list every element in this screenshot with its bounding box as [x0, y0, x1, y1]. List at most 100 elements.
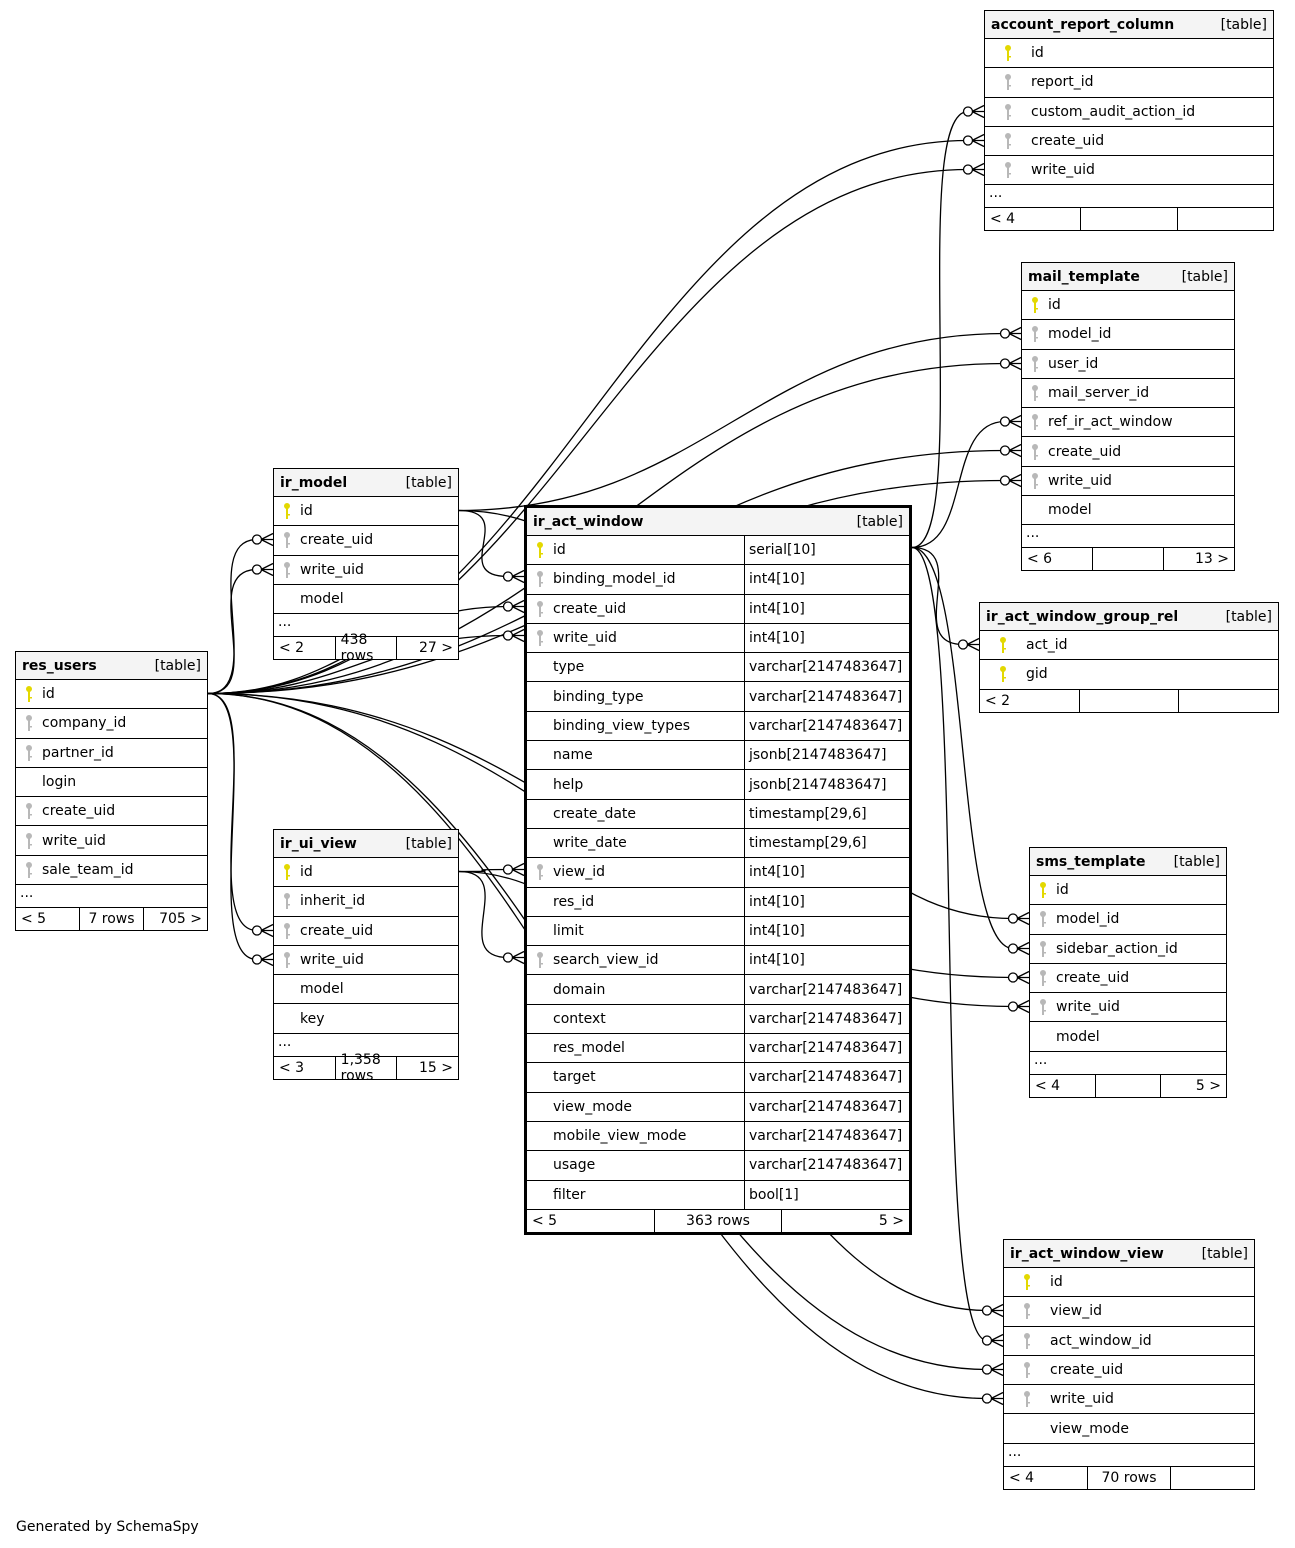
column-row[interactable]: id	[16, 680, 207, 710]
row-count[interactable]	[1078, 689, 1179, 712]
column-row[interactable]: id	[985, 39, 1273, 69]
more-columns[interactable]: ...	[985, 185, 1273, 209]
row-count[interactable]: 70 rows	[1086, 1466, 1171, 1489]
table-name[interactable]: ir_model	[280, 474, 348, 491]
column-row[interactable]: id	[1022, 291, 1234, 321]
row-count[interactable]	[1094, 1074, 1161, 1097]
column-row[interactable]: write_uid	[274, 556, 458, 585]
column-row[interactable]: ref_ir_act_window	[1022, 408, 1234, 438]
table-name[interactable]: mail_template	[1028, 268, 1140, 285]
column-row[interactable]: id	[274, 858, 458, 888]
children-count[interactable]	[1178, 689, 1278, 712]
children-count[interactable]	[1176, 208, 1273, 231]
column-row[interactable]: model_id	[1022, 320, 1234, 350]
column-row[interactable]: key	[274, 1004, 458, 1034]
column-row[interactable]: report_id	[985, 68, 1273, 98]
column-row[interactable]: id	[1004, 1268, 1254, 1298]
column-row[interactable]: act_window_id	[1004, 1327, 1254, 1356]
row-count[interactable]: 438 rows	[334, 632, 397, 664]
column-row[interactable]: partner_id	[16, 739, 207, 768]
column-row[interactable]: id	[1030, 876, 1226, 906]
children-count[interactable]: 5 >	[1160, 1074, 1226, 1097]
parents-count[interactable]: < 5	[532, 1212, 558, 1229]
children-count[interactable]: 705 >	[143, 908, 207, 931]
children-count[interactable]	[1170, 1466, 1254, 1489]
column-row[interactable]: write_uid	[1022, 467, 1234, 497]
column-row[interactable]: create_uid	[274, 917, 458, 946]
more-columns[interactable]: ...	[274, 614, 458, 638]
column-row[interactable]: create_uid	[1004, 1356, 1254, 1386]
column-row[interactable]: create_uid	[985, 127, 1273, 157]
parents-count[interactable]: < 2	[279, 640, 305, 657]
column-row[interactable]: write_uid	[274, 946, 458, 976]
table-name[interactable]: sms_template	[1036, 853, 1146, 870]
table-name[interactable]: ir_act_window	[533, 513, 644, 530]
column-row[interactable]: sidebar_action_id	[1030, 935, 1226, 964]
children-count[interactable]: 13 >	[1163, 548, 1234, 571]
table-name[interactable]: res_users	[22, 657, 97, 674]
column-row[interactable]: model	[274, 585, 458, 615]
parents-count[interactable]: < 3	[279, 1059, 305, 1076]
column-row[interactable]: mail_server_id	[1022, 379, 1234, 409]
column-row[interactable]: user_id	[1022, 350, 1234, 379]
table-name[interactable]: ir_act_window_group_rel	[986, 608, 1179, 625]
more-columns[interactable]: ...	[274, 1034, 458, 1057]
column-row[interactable]: id	[274, 497, 458, 527]
parents-count[interactable]: < 2	[985, 692, 1011, 709]
more-columns[interactable]: ...	[1022, 525, 1234, 549]
column-row[interactable]: create_uid	[274, 526, 458, 556]
parents-count[interactable]: < 4	[1035, 1077, 1061, 1094]
row-count[interactable]	[1092, 548, 1163, 571]
column-row[interactable]: model	[1030, 1022, 1226, 1052]
column-row[interactable]: view_mode	[1004, 1414, 1254, 1444]
parents-count[interactable]: < 4	[990, 211, 1016, 228]
more-columns[interactable]: ...	[1030, 1052, 1226, 1075]
row-count[interactable]: 1,358 rows	[334, 1052, 397, 1084]
row-count[interactable]: 7 rows	[79, 908, 143, 931]
more-columns[interactable]: ...	[1004, 1444, 1254, 1467]
column-row[interactable]: create_uid	[16, 797, 207, 827]
column-row[interactable]: write_uid	[1004, 1385, 1254, 1415]
children-count[interactable]: 5 >	[781, 1209, 909, 1232]
children-count[interactable]: 27 >	[396, 637, 458, 660]
column-row[interactable]: view_id	[1004, 1297, 1254, 1327]
column-row[interactable]: gid	[980, 660, 1278, 690]
column-row[interactable]: act_id	[980, 631, 1278, 661]
table-name[interactable]: account_report_column	[991, 16, 1175, 33]
table-name[interactable]: ir_act_window_view	[1010, 1245, 1164, 1262]
column-row[interactable]: write_uid	[16, 826, 207, 856]
column-row[interactable]: create_uid	[1022, 437, 1234, 467]
parents-count[interactable]: < 4	[1009, 1469, 1035, 1486]
column-row[interactable]: company_id	[16, 709, 207, 739]
table-name[interactable]: ir_ui_view	[280, 835, 357, 852]
column-row[interactable]: model_id	[1030, 905, 1226, 935]
